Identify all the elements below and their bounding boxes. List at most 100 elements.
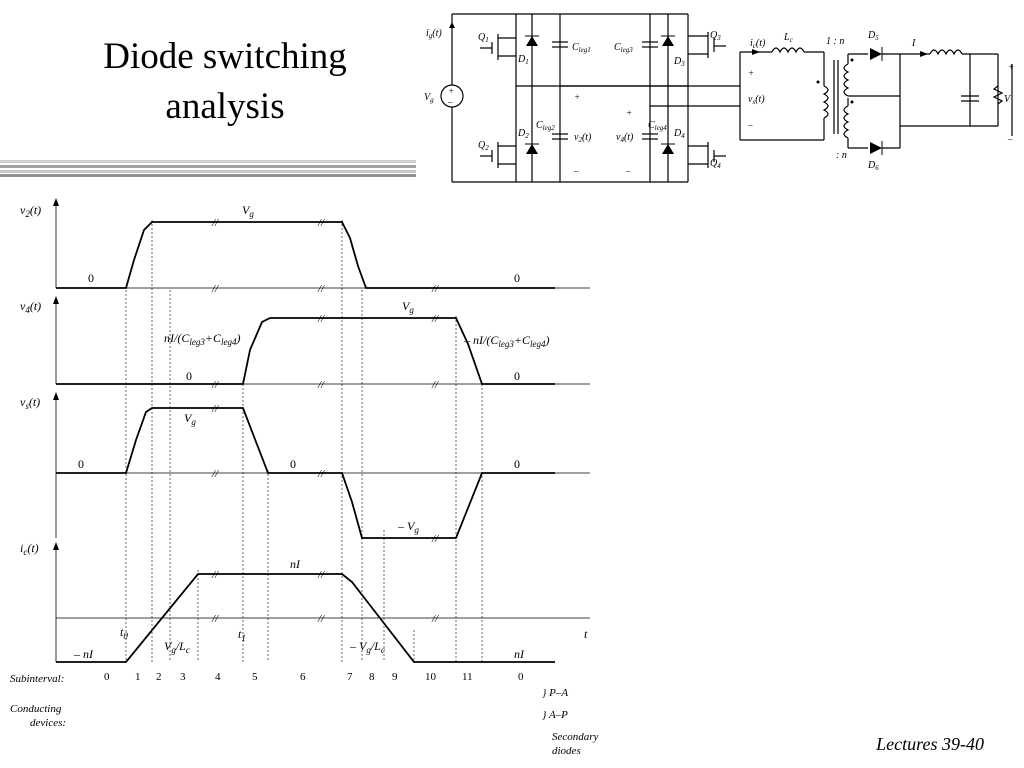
svg-text://: // bbox=[211, 217, 219, 229]
svg-text:1: 1 bbox=[135, 671, 141, 683]
svg-text:Vg: Vg bbox=[184, 411, 196, 427]
svg-text:0: 0 bbox=[514, 271, 520, 285]
svg-text:t: t bbox=[584, 627, 588, 641]
svg-text://: // bbox=[317, 613, 325, 625]
svg-text:v4(t): v4(t) bbox=[616, 132, 634, 144]
svg-text:ic(t): ic(t) bbox=[750, 38, 766, 50]
svg-text:+: + bbox=[748, 68, 754, 78]
svg-text:D2: D2 bbox=[517, 128, 529, 140]
svg-text://: // bbox=[317, 217, 325, 229]
svg-text:0: 0 bbox=[514, 457, 520, 471]
svg-text:0: 0 bbox=[186, 369, 192, 383]
svg-text:V: V bbox=[1004, 94, 1012, 105]
circuit-schematic: ig(t) Vg + – Q1 Q2 Q3 Q4 D1 D2 D3 D4 D5 … bbox=[424, 13, 1014, 183]
svg-text:–: – bbox=[747, 120, 753, 130]
svg-text://: // bbox=[431, 313, 439, 325]
svg-text:–: – bbox=[447, 97, 453, 107]
svg-text:–: – bbox=[625, 166, 631, 176]
svg-text://: // bbox=[211, 403, 219, 415]
slide-title-line1: Diode switching bbox=[103, 36, 347, 77]
svg-text:I: I bbox=[911, 38, 916, 49]
svg-text:7: 7 bbox=[347, 671, 353, 683]
svg-text://: // bbox=[211, 283, 219, 295]
svg-text:0: 0 bbox=[518, 671, 524, 683]
svg-text:D5: D5 bbox=[867, 30, 879, 42]
svg-text:–: – bbox=[1007, 134, 1013, 144]
svg-text://: // bbox=[211, 379, 219, 391]
svg-text:Lc: Lc bbox=[783, 32, 794, 44]
svg-text:– nI/(Cleg3+Cleg4): – nI/(Cleg3+Cleg4) bbox=[463, 333, 549, 349]
svg-text:: n: : n bbox=[836, 150, 847, 161]
svg-text:Q4: Q4 bbox=[710, 158, 721, 170]
svg-text:0: 0 bbox=[104, 671, 110, 683]
svg-text:11: 11 bbox=[462, 671, 473, 683]
svg-text://: // bbox=[211, 468, 219, 480]
svg-text:Subinterval:: Subinterval: bbox=[10, 673, 64, 685]
svg-text:Cleg1: Cleg1 bbox=[572, 42, 591, 54]
svg-text:v4(t): v4(t) bbox=[20, 299, 41, 315]
svg-text:2: 2 bbox=[156, 671, 162, 683]
svg-text:vs(t): vs(t) bbox=[20, 395, 40, 411]
svg-text:5: 5 bbox=[252, 671, 258, 683]
svg-text:+: + bbox=[1008, 62, 1014, 72]
svg-text://: // bbox=[431, 379, 439, 391]
svg-text:+: + bbox=[448, 86, 454, 96]
slide-title: Diode switching analysis bbox=[40, 32, 410, 132]
svg-text:Q2: Q2 bbox=[478, 140, 489, 152]
svg-text:3: 3 bbox=[180, 671, 186, 683]
svg-text:D6: D6 bbox=[867, 160, 879, 172]
svg-text:Cleg3: Cleg3 bbox=[614, 42, 633, 54]
svg-text://: // bbox=[317, 569, 325, 581]
svg-text:D3: D3 bbox=[673, 56, 685, 68]
svg-text:D1: D1 bbox=[517, 54, 529, 66]
svg-text://: // bbox=[211, 569, 219, 581]
svg-text:nI/(Cleg3+Cleg4): nI/(Cleg3+Cleg4) bbox=[164, 331, 240, 347]
svg-text:– Vg: – Vg bbox=[397, 519, 419, 535]
footer-lecture: Lectures 39-40 bbox=[876, 734, 984, 754]
svg-text://: // bbox=[317, 283, 325, 295]
svg-text:t0: t0 bbox=[120, 625, 128, 641]
svg-text:D4: D4 bbox=[673, 128, 685, 140]
svg-text://: // bbox=[317, 379, 325, 391]
svg-text:} P–A: } P–A bbox=[542, 687, 568, 699]
svg-text:– nI: – nI bbox=[73, 647, 94, 661]
svg-text:v2(t): v2(t) bbox=[574, 132, 592, 144]
svg-text:} A–P: } A–P bbox=[542, 709, 568, 721]
svg-text:t1: t1 bbox=[238, 627, 246, 643]
svg-text:Conducting: Conducting bbox=[10, 703, 62, 715]
svg-text:8: 8 bbox=[369, 671, 375, 683]
svg-text:vs(t): vs(t) bbox=[748, 94, 765, 106]
svg-text:nI: nI bbox=[290, 557, 301, 571]
svg-text://: // bbox=[431, 533, 439, 545]
svg-text:Vg: Vg bbox=[402, 299, 414, 315]
svg-text:Cleg2: Cleg2 bbox=[536, 120, 555, 132]
svg-text:nI: nI bbox=[514, 647, 525, 661]
switching-waveforms: v2(t) v4(t) vs(t) ic(t) 0 0 Vg 0 0 Vg nI… bbox=[10, 198, 599, 757]
svg-text:Vg/Lc: Vg/Lc bbox=[164, 639, 190, 655]
svg-text:Secondary: Secondary bbox=[552, 731, 599, 743]
svg-text:0: 0 bbox=[78, 457, 84, 471]
svg-text://: // bbox=[317, 468, 325, 480]
svg-text:0: 0 bbox=[514, 369, 520, 383]
svg-text:Q1: Q1 bbox=[478, 32, 489, 44]
svg-text:+: + bbox=[574, 92, 580, 102]
svg-text:4: 4 bbox=[215, 671, 221, 683]
svg-text:Cleg4: Cleg4 bbox=[648, 120, 667, 132]
svg-text://: // bbox=[317, 313, 325, 325]
svg-text:ig(t): ig(t) bbox=[426, 28, 442, 40]
svg-text:–: – bbox=[573, 166, 579, 176]
svg-text:– Vg/Lc: – Vg/Lc bbox=[349, 639, 385, 655]
svg-text://: // bbox=[431, 283, 439, 295]
svg-text:Vg: Vg bbox=[424, 92, 434, 104]
svg-text:1 : n: 1 : n bbox=[826, 36, 844, 47]
svg-text:devices:: devices: bbox=[30, 717, 66, 729]
svg-text:0: 0 bbox=[290, 457, 296, 471]
slide-title-line2: analysis bbox=[165, 86, 285, 127]
svg-text:Q3: Q3 bbox=[710, 30, 721, 42]
svg-text:9: 9 bbox=[392, 671, 398, 683]
svg-text://: // bbox=[431, 613, 439, 625]
svg-text:6: 6 bbox=[300, 671, 306, 683]
svg-text:Vg: Vg bbox=[242, 203, 254, 219]
svg-text://: // bbox=[211, 613, 219, 625]
svg-text:+: + bbox=[626, 108, 632, 118]
